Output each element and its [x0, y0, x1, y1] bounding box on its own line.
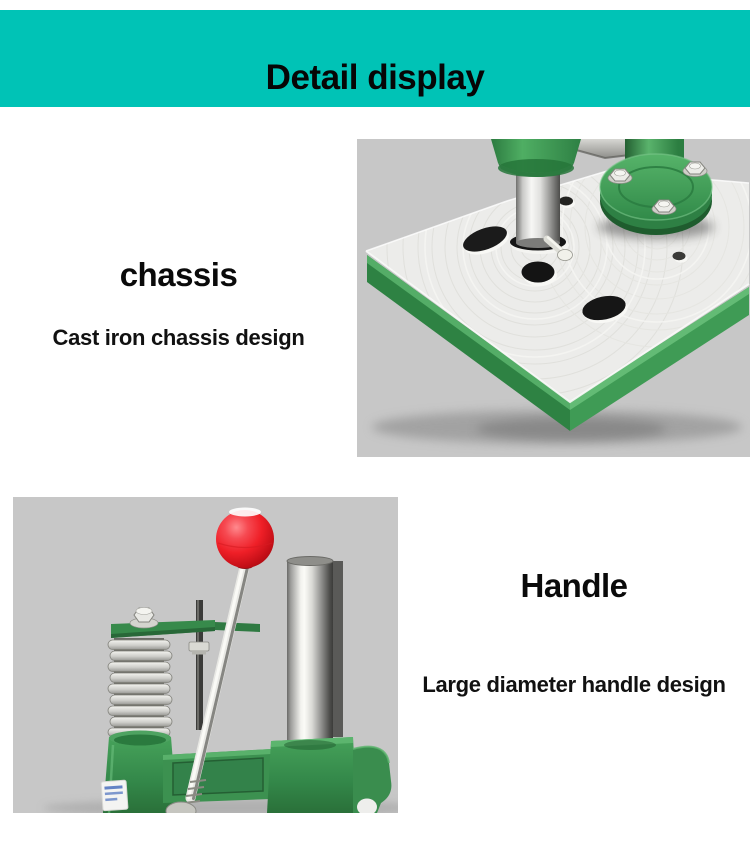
flange-bolts [607, 161, 708, 215]
rod-nut [188, 641, 210, 655]
detail-banner: Detail display [0, 10, 750, 107]
steel-cylinder [286, 556, 334, 747]
clevis-pin [543, 235, 573, 261]
spring-coil [107, 638, 173, 737]
rear-rod [331, 561, 343, 737]
product-label [100, 779, 129, 812]
green-column-boss [491, 139, 581, 177]
base-green-sides [365, 250, 750, 431]
red-ball-knob [216, 507, 274, 569]
base-shadow [372, 410, 742, 444]
body-crossbar [163, 749, 271, 803]
plate-bolt [129, 607, 159, 629]
chassis-heading: chassis [119, 256, 238, 293]
banner-title: Detail display [265, 58, 485, 97]
handle-description: Large diameter handle design [422, 672, 726, 697]
handle-heading: Handle [520, 567, 628, 604]
chassis-description: Cast iron chassis design [52, 325, 305, 350]
handle-lever-rod [165, 562, 250, 821]
mounting-slots-and-holes [463, 196, 688, 324]
flange-assembly [598, 139, 714, 239]
right-column [267, 737, 357, 813]
chrome-ram [510, 169, 569, 254]
chassis-photo [357, 139, 750, 457]
handle-photo-illustration [13, 497, 423, 821]
guide-rod [196, 600, 203, 730]
right-arm [352, 745, 392, 816]
handle-photo [13, 497, 423, 821]
chassis-photo-illustration [357, 139, 750, 457]
